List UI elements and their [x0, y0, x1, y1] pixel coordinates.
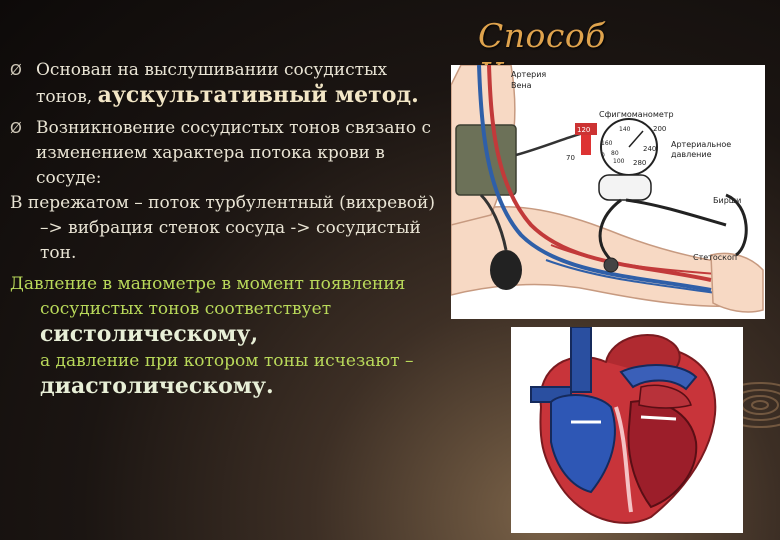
svg-text:280: 280: [633, 159, 646, 167]
bullet-1-emphasis: аускультативный метод.: [97, 82, 419, 108]
svg-text:160: 160: [601, 140, 613, 147]
label-sphygmomanometer: Сфигмоманометр: [599, 110, 674, 119]
svg-text:200: 200: [653, 125, 666, 133]
heart-illustration: [511, 327, 743, 533]
svg-text:70: 70: [566, 154, 575, 162]
bullet-2-text: Возникновение сосудистых тонов связано с…: [36, 118, 432, 188]
bullet-2: Ø Возникновение сосудистых тонов связано…: [10, 116, 442, 191]
bullet-arrow-icon: Ø: [10, 61, 22, 79]
paragraph-turbulent: В пережатом – поток турбулентный (вихрев…: [10, 193, 435, 263]
label-bells: Бирши: [713, 196, 741, 205]
label-arterial: Артериальное: [671, 140, 731, 149]
bullet-1: Ø Основан на выслушивании сосудистых тон…: [10, 58, 442, 110]
bullet-arrow-icon: Ø: [10, 119, 22, 137]
paragraph-pressure: Давление в манометре в момент появления …: [10, 274, 414, 399]
svg-text:100: 100: [613, 158, 625, 165]
label-stethoscope: Стетоскоп: [693, 253, 737, 262]
svg-text:140: 140: [619, 126, 631, 133]
gauge-value-120: 120: [577, 126, 590, 134]
bullet-1-text: Основан на выслушивании сосудистых тонов…: [36, 60, 388, 107]
sphygmomanometer-illustration: 120 140 160 200 240 280 70 100 80 0 Арте…: [451, 65, 765, 319]
label-vein: Вена: [511, 81, 532, 90]
svg-text:80: 80: [611, 150, 619, 157]
label-artery: Артерия: [511, 70, 546, 79]
svg-text:240: 240: [643, 145, 656, 153]
main-text: Ø Основан на выслушивании сосудистых тон…: [10, 58, 442, 401]
svg-text:0: 0: [601, 152, 605, 159]
label-pressure: давление: [671, 150, 712, 159]
